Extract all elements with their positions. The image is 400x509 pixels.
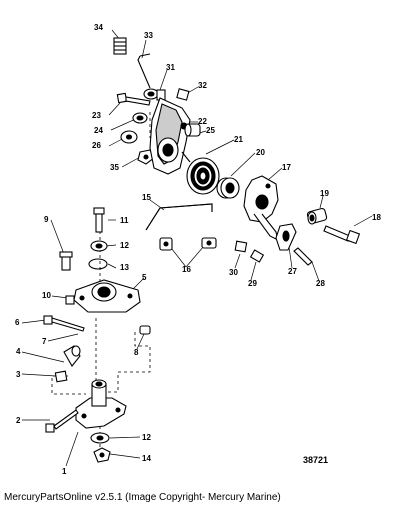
spacer-19: [306, 207, 328, 225]
callout-9: 9: [44, 215, 49, 224]
bushing-4: [63, 345, 81, 367]
screw-29: [249, 249, 265, 263]
callout-25: 25: [206, 126, 215, 135]
ball-joint-16-left: [159, 237, 173, 251]
roller-24: [132, 112, 148, 124]
ring-13: [88, 258, 108, 270]
callout-3: 3: [16, 370, 21, 379]
bolt-18: [323, 225, 361, 245]
callout-5: 5: [142, 273, 147, 282]
callout-18: 18: [372, 213, 381, 222]
callout-32: 32: [198, 81, 207, 90]
callout-23: 23: [92, 111, 101, 120]
ball-joint-16-right: [201, 237, 217, 249]
bolt-11: [93, 207, 105, 233]
callout-11: 11: [120, 216, 129, 225]
nut-14: [93, 447, 111, 463]
nut-35: [137, 149, 155, 165]
throttle-rod-15: [145, 203, 213, 231]
callout-29: 29: [248, 279, 257, 288]
callout-12-lower: 12: [142, 433, 151, 442]
nut-32: [176, 88, 190, 101]
screw-2: [45, 409, 79, 433]
callout-30: 30: [229, 268, 238, 277]
callout-labels: 34 33 31 32 23 24 22 26 25 21 20 35 17 1…: [15, 23, 381, 476]
bracket-5: [73, 279, 141, 313]
callout-14: 14: [142, 454, 151, 463]
callout-21: 21: [234, 135, 243, 144]
nut-30: [234, 240, 248, 253]
bushing-25: [184, 123, 201, 137]
nut-10: [65, 295, 75, 305]
callout-34: 34: [94, 23, 103, 32]
callout-31: 31: [166, 63, 175, 72]
callout-4: 4: [16, 347, 21, 356]
screw-6: [43, 315, 85, 332]
callout-2: 2: [16, 416, 21, 425]
spring-34: [113, 37, 127, 55]
callout-19: 19: [320, 189, 329, 198]
screw-28: [293, 247, 313, 266]
link-27: [275, 223, 297, 251]
callout-10: 10: [42, 291, 51, 300]
washer-26: [120, 130, 138, 144]
callout-1: 1: [62, 467, 67, 476]
callout-33: 33: [144, 31, 153, 40]
collar-20: [216, 177, 240, 199]
screw-9: [59, 251, 73, 271]
callout-28: 28: [316, 279, 325, 288]
screw-23: [116, 92, 151, 106]
callout-22: 22: [198, 117, 207, 126]
nut-3: [54, 370, 68, 383]
spacer-8: [139, 325, 151, 335]
washer-12-upper: [90, 240, 108, 252]
callout-17: 17: [282, 163, 291, 172]
washer-12-lower: [90, 432, 110, 444]
leader-lines: [21, 29, 373, 467]
link-rod-33: [137, 53, 151, 89]
callout-6: 6: [15, 318, 20, 327]
cam-plate-17: [243, 175, 279, 242]
callout-24: 24: [94, 126, 103, 135]
torsion-spring-21: [181, 151, 220, 195]
image-caption: MercuryPartsOnline v2.5.1 (Image Copyrig…: [4, 492, 281, 503]
reference-number: 38721: [303, 455, 328, 465]
callout-20: 20: [256, 148, 265, 157]
callout-7: 7: [42, 337, 47, 346]
callout-35: 35: [110, 163, 119, 172]
callout-27: 27: [288, 267, 297, 276]
callout-26: 26: [92, 141, 101, 150]
pivot-base-1: [75, 379, 127, 429]
callout-8: 8: [134, 348, 139, 357]
callout-15: 15: [142, 193, 151, 202]
callout-12-upper: 12: [120, 241, 129, 250]
callout-16: 16: [182, 265, 191, 274]
callout-13: 13: [120, 263, 129, 272]
throttle-arm-22: [149, 97, 191, 175]
